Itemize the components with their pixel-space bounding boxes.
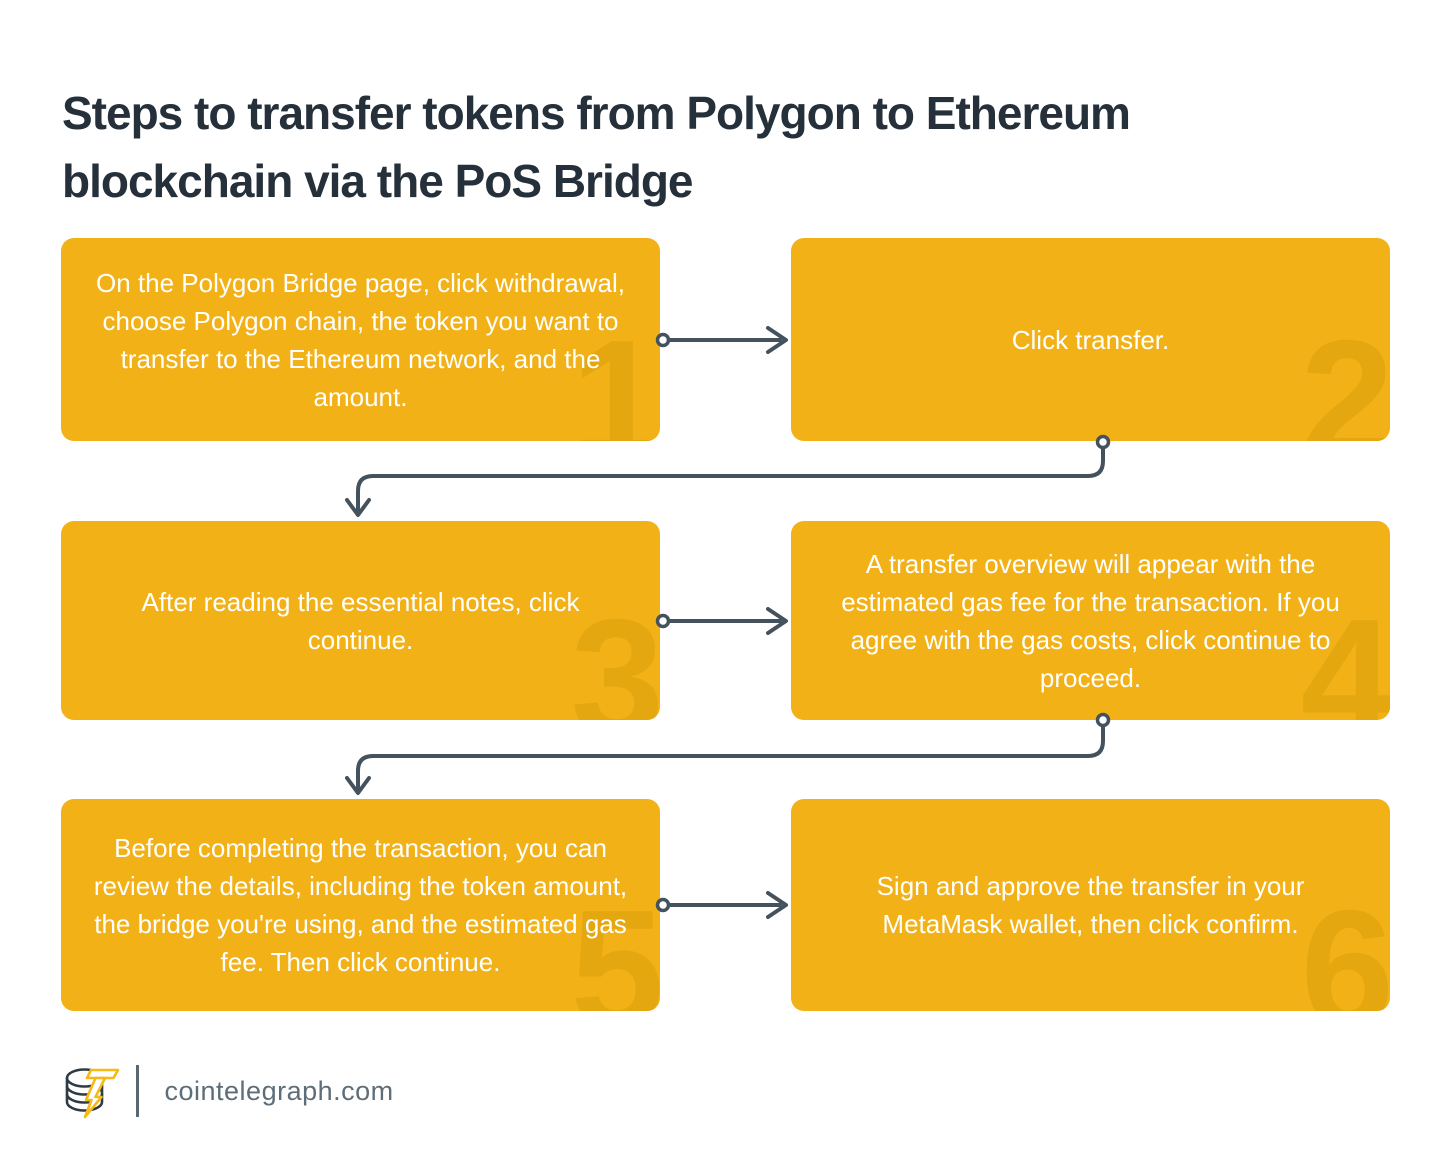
step-number-2: 2 — [1300, 305, 1390, 441]
step-text-4: A transfer overview will appear with the… — [841, 548, 1340, 693]
step-card-6: 6 Sign and approve the transfer in your … — [791, 799, 1390, 1011]
connector-arrow-4-5 — [345, 712, 1111, 795]
step-card-1: 1 On the Polygon Bridge page, click with… — [61, 238, 660, 441]
connector-arrow-1-2 — [655, 326, 788, 354]
step-card-3: 3 After reading the essential notes, cli… — [61, 521, 660, 720]
step-card-2: 2 Click transfer. — [791, 238, 1390, 441]
footer-divider — [136, 1065, 139, 1117]
step-number-1: 1 — [570, 305, 660, 441]
step-text-2: Click transfer. — [1011, 324, 1170, 355]
footer-site-text: cointelegraph.com — [164, 1075, 394, 1106]
connector-arrow-3-4 — [655, 607, 788, 635]
step-number-4: 4 — [1300, 584, 1390, 720]
step-card-4: 4 A transfer overview will appear with t… — [791, 521, 1390, 720]
step-number-3: 3 — [570, 584, 660, 720]
step-number-5: 5 — [570, 875, 660, 1011]
connector-arrow-5-6 — [655, 891, 788, 919]
step-text-1: On the Polygon Bridge page, click withdr… — [96, 267, 625, 412]
page-title: Steps to transfer tokens from Polygon to… — [62, 86, 1131, 207]
step-card-5: 5 Before completing the transaction, you… — [61, 799, 660, 1011]
footer: cointelegraph.com — [62, 1062, 394, 1120]
connector-arrow-2-3 — [345, 434, 1111, 517]
step-text-6: Sign and approve the transfer in your Me… — [876, 871, 1305, 939]
step-number-6: 6 — [1300, 875, 1390, 1011]
step-text-3: After reading the essential notes, click… — [141, 586, 580, 655]
step-text-5: Before completing the transaction, you c… — [93, 833, 628, 977]
cointelegraph-logo-icon — [65, 1068, 120, 1119]
